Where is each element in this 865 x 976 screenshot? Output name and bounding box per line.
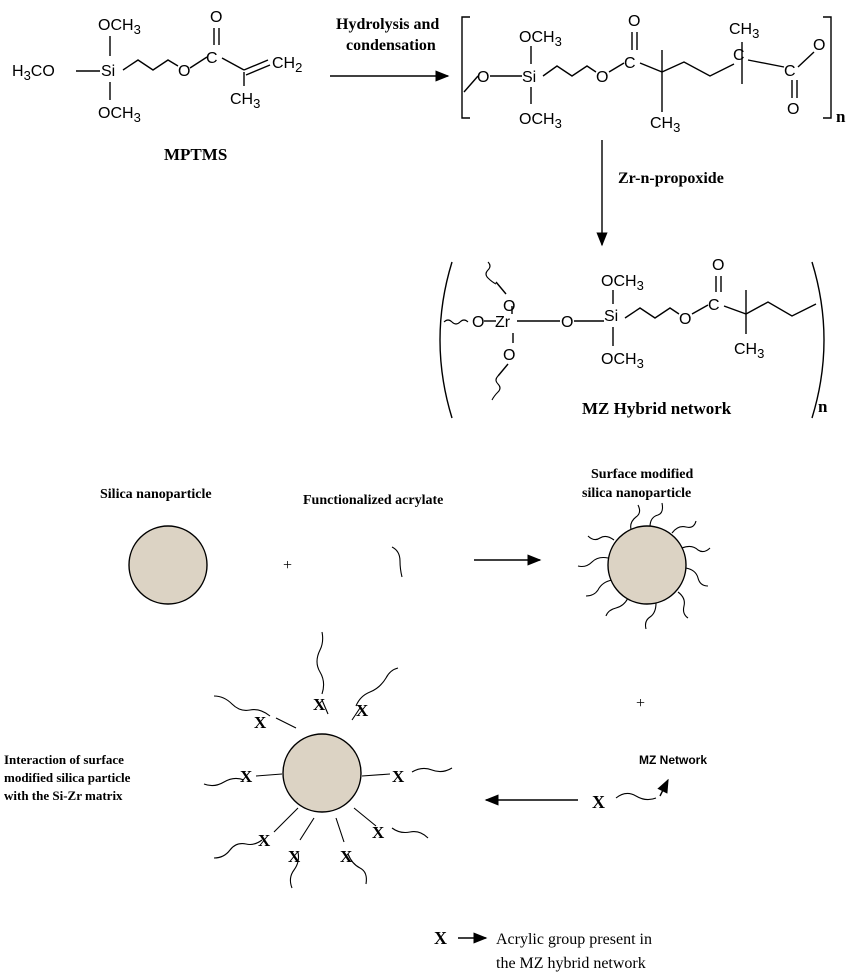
polymer-bracket-right [823, 16, 832, 119]
mz-network-label: MZ Network [639, 753, 707, 767]
polymer-repeat-unit: n O Si OCH3 OCH3 O C O CH3 C CH3 C O O [461, 13, 846, 135]
surface-modified-particle-core [607, 525, 687, 605]
mptms-och3-bottom: OCH3 [98, 105, 141, 125]
mz-ch3: CH3 [734, 341, 764, 361]
mz-o-bottom: O [503, 347, 515, 364]
legend: X Acrylic group present in the MZ hybrid… [434, 928, 652, 972]
surface-modified-label-line1: Surface modified [591, 467, 693, 482]
polymer-n: n [836, 107, 846, 126]
polymer-och3-top: OCH3 [519, 29, 562, 49]
mz-network-chain [615, 792, 657, 801]
interaction-label-line1: Interaction of surface [4, 752, 124, 767]
acrylic-x-3: X [254, 713, 267, 732]
polymer-c1: C [624, 55, 636, 72]
zr-propoxide-label: Zr-n-propoxide [618, 170, 724, 187]
mptms-ch2: CH2 [272, 55, 302, 75]
mz-hybrid-network-label: MZ Hybrid network [582, 399, 732, 418]
interacting-particle: X X X X X X X X X [203, 631, 453, 889]
acrylic-x-2: X [356, 701, 369, 720]
silica-nanoparticle [128, 525, 208, 605]
mptms-ch3: CH3 [230, 91, 260, 111]
mz-n: n [818, 397, 828, 416]
acrylic-x-5: X [392, 767, 405, 786]
legend-line2: the MZ hybrid network [496, 955, 646, 972]
mz-si: Si [604, 308, 618, 325]
mz-c1: C [708, 297, 720, 314]
polymer-ch3-1: CH3 [650, 115, 680, 135]
plus-sign-1: + [283, 557, 292, 574]
legend-line1: Acrylic group present in [496, 931, 652, 948]
mz-o-bridge: O [561, 314, 573, 331]
polymer-ester-o: O [596, 69, 608, 86]
mptms-och3-top: OCH3 [98, 17, 141, 37]
polymer-o-left: O [477, 69, 489, 86]
surface-modified-particle [577, 502, 711, 630]
mptms-c: C [206, 50, 218, 67]
interaction-label-line3: with the Si-Zr matrix [4, 788, 123, 803]
functionalized-acrylate-chain [391, 546, 403, 578]
mz-och3-bottom: OCH3 [601, 351, 644, 371]
plus-sign-2: + [636, 695, 645, 712]
polymer-c-quat: C [733, 47, 745, 64]
mptms-structure: OCH3 H3CO Si OCH3 O C O CH2 CH3 [12, 9, 302, 125]
mptms-ester-o: O [178, 63, 190, 80]
mptms-h3co: H3CO [12, 63, 55, 83]
acrylic-x-7: X [258, 831, 271, 850]
polymer-ch3-2: CH3 [729, 21, 759, 41]
mz-zr: Zr [495, 314, 511, 331]
polymer-o-right: O [813, 37, 825, 54]
mz-network-pointer [657, 778, 669, 797]
functionalized-acrylate-label: Functionalized acrylate [303, 493, 443, 508]
mptms-si: Si [101, 63, 115, 80]
acrylic-x-4: X [240, 767, 253, 786]
mz-o-top: O [503, 298, 515, 315]
mz-network-x: X [592, 792, 605, 812]
acrylic-x-1: X [313, 695, 326, 714]
hydrolysis-label-line1: Hydrolysis and [336, 16, 439, 33]
legend-x: X [434, 928, 447, 948]
polymer-carbonyl-o2: O [787, 101, 799, 118]
mz-paren-right [811, 261, 825, 419]
hydrolysis-label-line2: condensation [346, 37, 436, 54]
polymer-c2: C [784, 63, 796, 80]
surface-modified-label-line2: silica nanoparticle [582, 486, 691, 501]
mz-och3-top: OCH3 [601, 273, 644, 293]
polymer-si: Si [522, 69, 536, 86]
mptms-label: MPTMS [164, 145, 227, 164]
interaction-label-line2: modified silica particle [4, 770, 131, 785]
mz-ester-o: O [679, 311, 691, 328]
mz-o-left: O [472, 314, 484, 331]
silica-nanoparticle-label: Silica nanoparticle [100, 487, 212, 502]
mz-paren-left [439, 261, 453, 419]
polymer-bracket-left [461, 16, 470, 119]
acrylic-x-8: X [288, 847, 301, 866]
polymer-och3-bottom: OCH3 [519, 111, 562, 131]
acrylic-x-6: X [372, 823, 385, 842]
mz-carbonyl-o: O [712, 257, 724, 274]
interacting-particle-core [282, 733, 362, 813]
polymer-carbonyl-o1: O [628, 13, 640, 30]
mptms-carbonyl-o: O [210, 9, 222, 26]
mz-hybrid-network-structure: n O O Zr O O Si OCH3 OCH3 O C O CH3 [439, 257, 828, 419]
acrylic-x-9: X [340, 847, 353, 866]
